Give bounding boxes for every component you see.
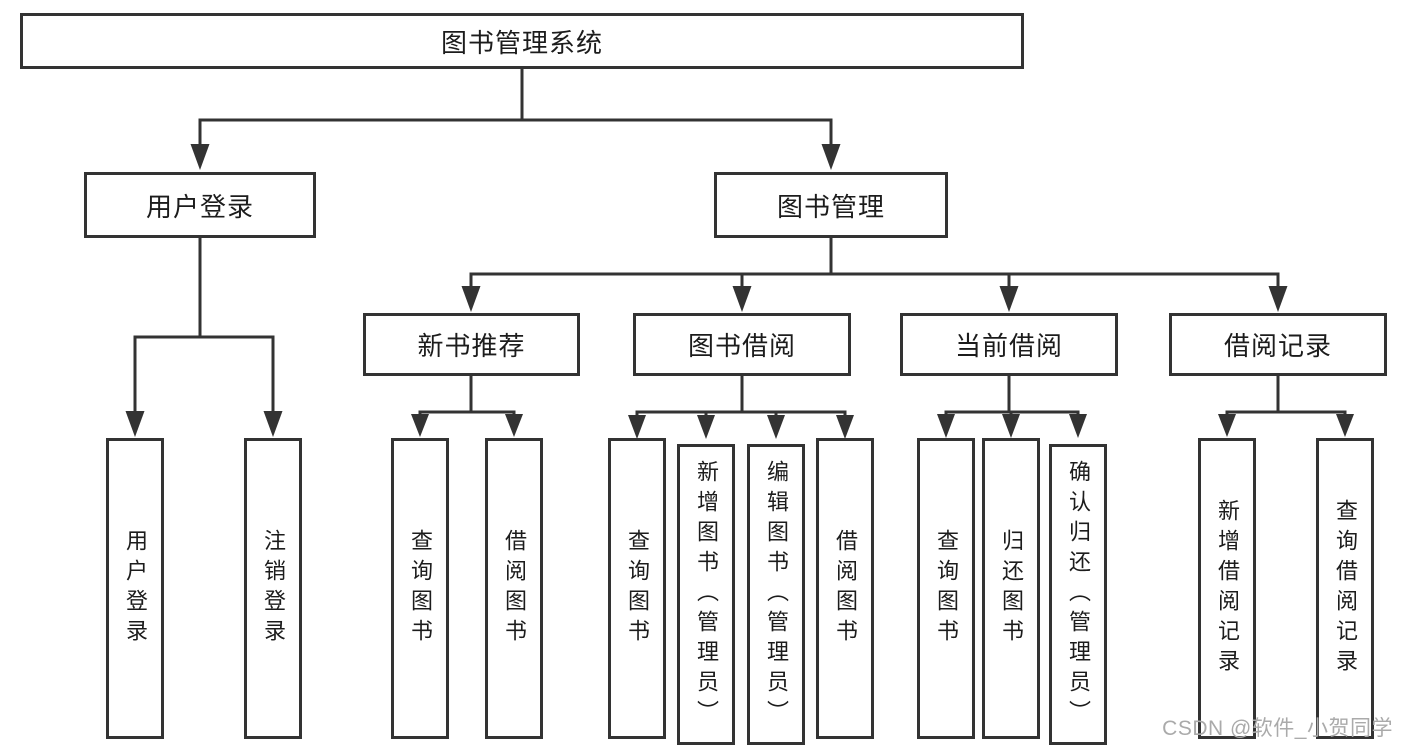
leaf-current-return-book: 归还图书	[982, 438, 1040, 739]
connector-user-login-split	[125, 236, 283, 437]
leaf-borrow-query-book: 查询图书	[608, 438, 666, 739]
leaf-logout-label: 注销登录	[261, 528, 286, 649]
leaf-user-login-label: 用户登录	[123, 528, 148, 649]
leaf-current-query-book-label: 查询图书	[934, 528, 959, 649]
leaf-newrec-query-book: 查询图书	[391, 438, 449, 739]
leaf-borrow-edit-book-label: 编辑图书（管理员）	[764, 459, 789, 730]
node-book-borrow: 图书借阅	[633, 313, 851, 376]
node-user-login: 用户登录	[84, 172, 316, 238]
leaf-borrow-borrow-book: 借阅图书	[816, 438, 874, 739]
node-book-management: 图书管理	[714, 172, 948, 238]
leaf-borrow-edit-book: 编辑图书（管理员）	[747, 444, 805, 745]
connector-new-book-recommend-split	[411, 374, 523, 437]
leaf-borrow-add-book: 新增图书（管理员）	[677, 444, 735, 745]
node-new-book-recommend: 新书推荐	[363, 313, 580, 376]
leaf-borrow-query-book-label: 查询图书	[625, 528, 650, 649]
leaf-record-add-record-label: 新增借阅记录	[1215, 498, 1240, 679]
connector-current-borrow-split	[937, 374, 1087, 438]
leaf-user-login: 用户登录	[106, 438, 164, 739]
leaf-current-return-book-label: 归还图书	[999, 528, 1024, 649]
leaf-newrec-query-book-label: 查询图书	[408, 528, 433, 649]
leaf-record-query-record: 查询借阅记录	[1316, 438, 1374, 739]
leaf-newrec-borrow-book-label: 借阅图书	[502, 528, 527, 649]
connector-root-split	[190, 67, 841, 170]
watermark: CSDN @软件_小贺同学	[1162, 717, 1393, 740]
connector-book-management-split	[461, 236, 1288, 312]
node-current-borrow: 当前借阅	[900, 313, 1118, 376]
leaf-record-add-record: 新增借阅记录	[1198, 438, 1256, 739]
leaf-newrec-borrow-book: 借阅图书	[485, 438, 543, 739]
leaf-borrow-borrow-book-label: 借阅图书	[833, 528, 858, 649]
node-root: 图书管理系统	[20, 13, 1024, 69]
leaf-current-query-book: 查询图书	[917, 438, 975, 739]
connector-borrow-record-split	[1218, 374, 1354, 437]
node-borrow-record: 借阅记录	[1169, 313, 1387, 376]
leaf-current-confirm-return: 确认归还（管理员）	[1049, 444, 1107, 745]
connector-book-borrow-split	[628, 374, 854, 439]
leaf-logout: 注销登录	[244, 438, 302, 739]
leaf-current-confirm-return-label: 确认归还（管理员）	[1066, 459, 1091, 730]
leaf-borrow-add-book-label: 新增图书（管理员）	[694, 459, 719, 730]
leaf-record-query-record-label: 查询借阅记录	[1333, 498, 1358, 679]
